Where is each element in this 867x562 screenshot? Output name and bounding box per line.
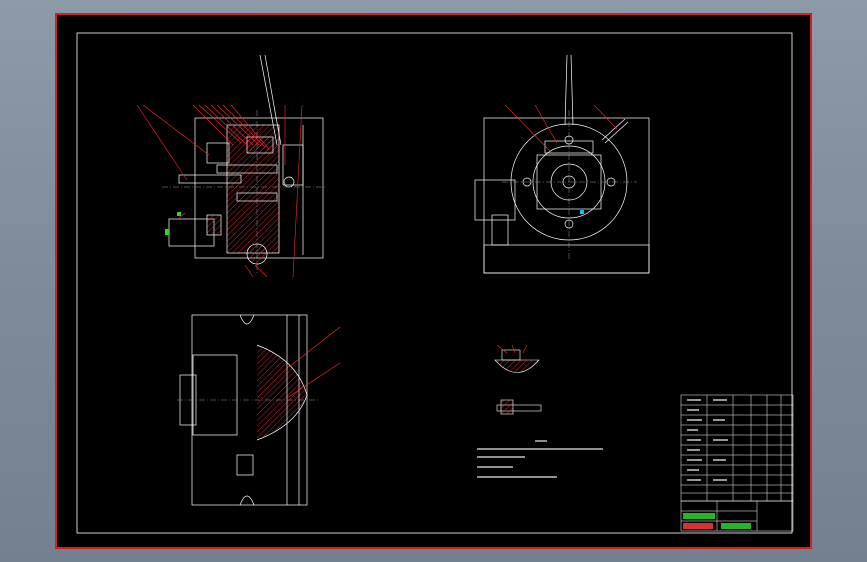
detail-view-b (496, 399, 542, 415)
title-block-cells (683, 513, 751, 529)
drawing-canvas (76, 32, 794, 534)
drawing-sheet (55, 13, 812, 549)
top-section-view (179, 314, 308, 506)
side-view-leaders (504, 104, 618, 156)
green-marker-2 (177, 212, 181, 216)
inner-frame (76, 32, 793, 534)
detail-view-a (494, 349, 540, 373)
side-view (474, 54, 650, 274)
green-marker (165, 229, 169, 235)
detail-leaders (496, 344, 528, 354)
side-view-centerlines (502, 110, 637, 260)
title-block (680, 500, 794, 532)
parts-list-text (687, 399, 728, 481)
front-section-view (168, 54, 324, 265)
cyan-marker (580, 210, 584, 214)
front-view-centerlines (162, 110, 327, 273)
parts-list (680, 394, 794, 502)
technical-notes (477, 440, 603, 478)
front-view-leaders (136, 104, 303, 278)
top-view-leaders (286, 326, 341, 399)
